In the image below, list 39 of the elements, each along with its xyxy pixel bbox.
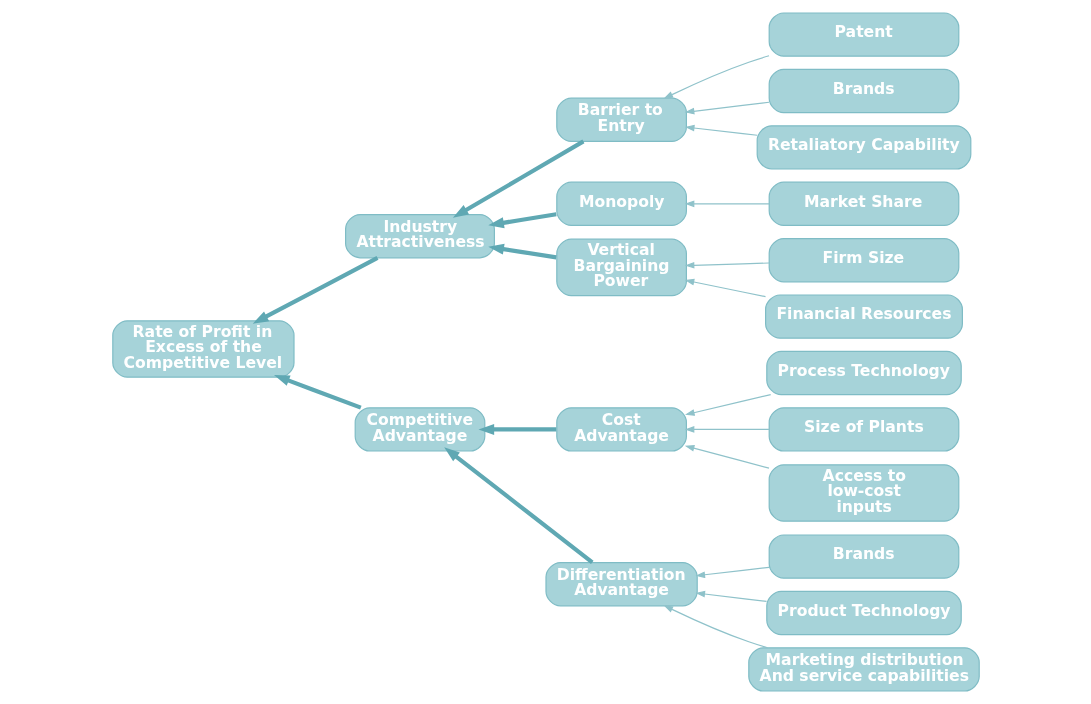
node-box: Marketing distribution And service capabilities: [747, 647, 980, 692]
node-box: Size of Plants: [768, 407, 959, 452]
arrow: [443, 447, 594, 564]
node-box: Barrier to Entry: [555, 97, 687, 142]
arrow: [684, 278, 766, 298]
node-box: Competitive Advantage: [354, 407, 485, 452]
node-box: Market Share: [768, 181, 959, 226]
node-box: Differentiation Advantage: [544, 562, 698, 607]
arrow: [684, 200, 770, 208]
arrow: [273, 375, 362, 410]
node-box: Access to low-cost inputs: [768, 464, 959, 522]
arrow: [684, 124, 758, 136]
arrow: [684, 394, 771, 416]
node-box: Process Technology: [765, 350, 962, 396]
node-box: Firm Size: [768, 238, 959, 283]
arrow: [487, 212, 557, 229]
node-box: Vertical Bargaining Power: [555, 238, 687, 297]
arrow: [684, 261, 770, 269]
node-box: Brands: [768, 68, 959, 114]
node-box: Patent: [768, 12, 959, 57]
node-box: Cost Advantage: [555, 407, 687, 452]
node-box: Rate of Profit in Excess of the Competitive Level: [111, 320, 295, 378]
arrow: [487, 243, 557, 260]
arrow: [663, 55, 770, 99]
node-box: Product Technology: [765, 590, 962, 636]
node-box: Retaliatory Capability: [756, 125, 971, 170]
node-box: Monopoly: [555, 181, 687, 226]
arrow: [684, 101, 770, 115]
arrow: [452, 139, 584, 218]
arrow: [684, 426, 770, 433]
arrow: [663, 605, 768, 649]
arrow: [684, 445, 770, 469]
arrow: [252, 256, 378, 324]
node-box: Industry Attractiveness: [344, 214, 495, 259]
arrow: [694, 590, 767, 603]
node-box: Brands: [768, 534, 959, 579]
node-box: Financial Resources: [764, 294, 963, 339]
arrow: [478, 423, 556, 435]
arrow: [694, 566, 770, 579]
